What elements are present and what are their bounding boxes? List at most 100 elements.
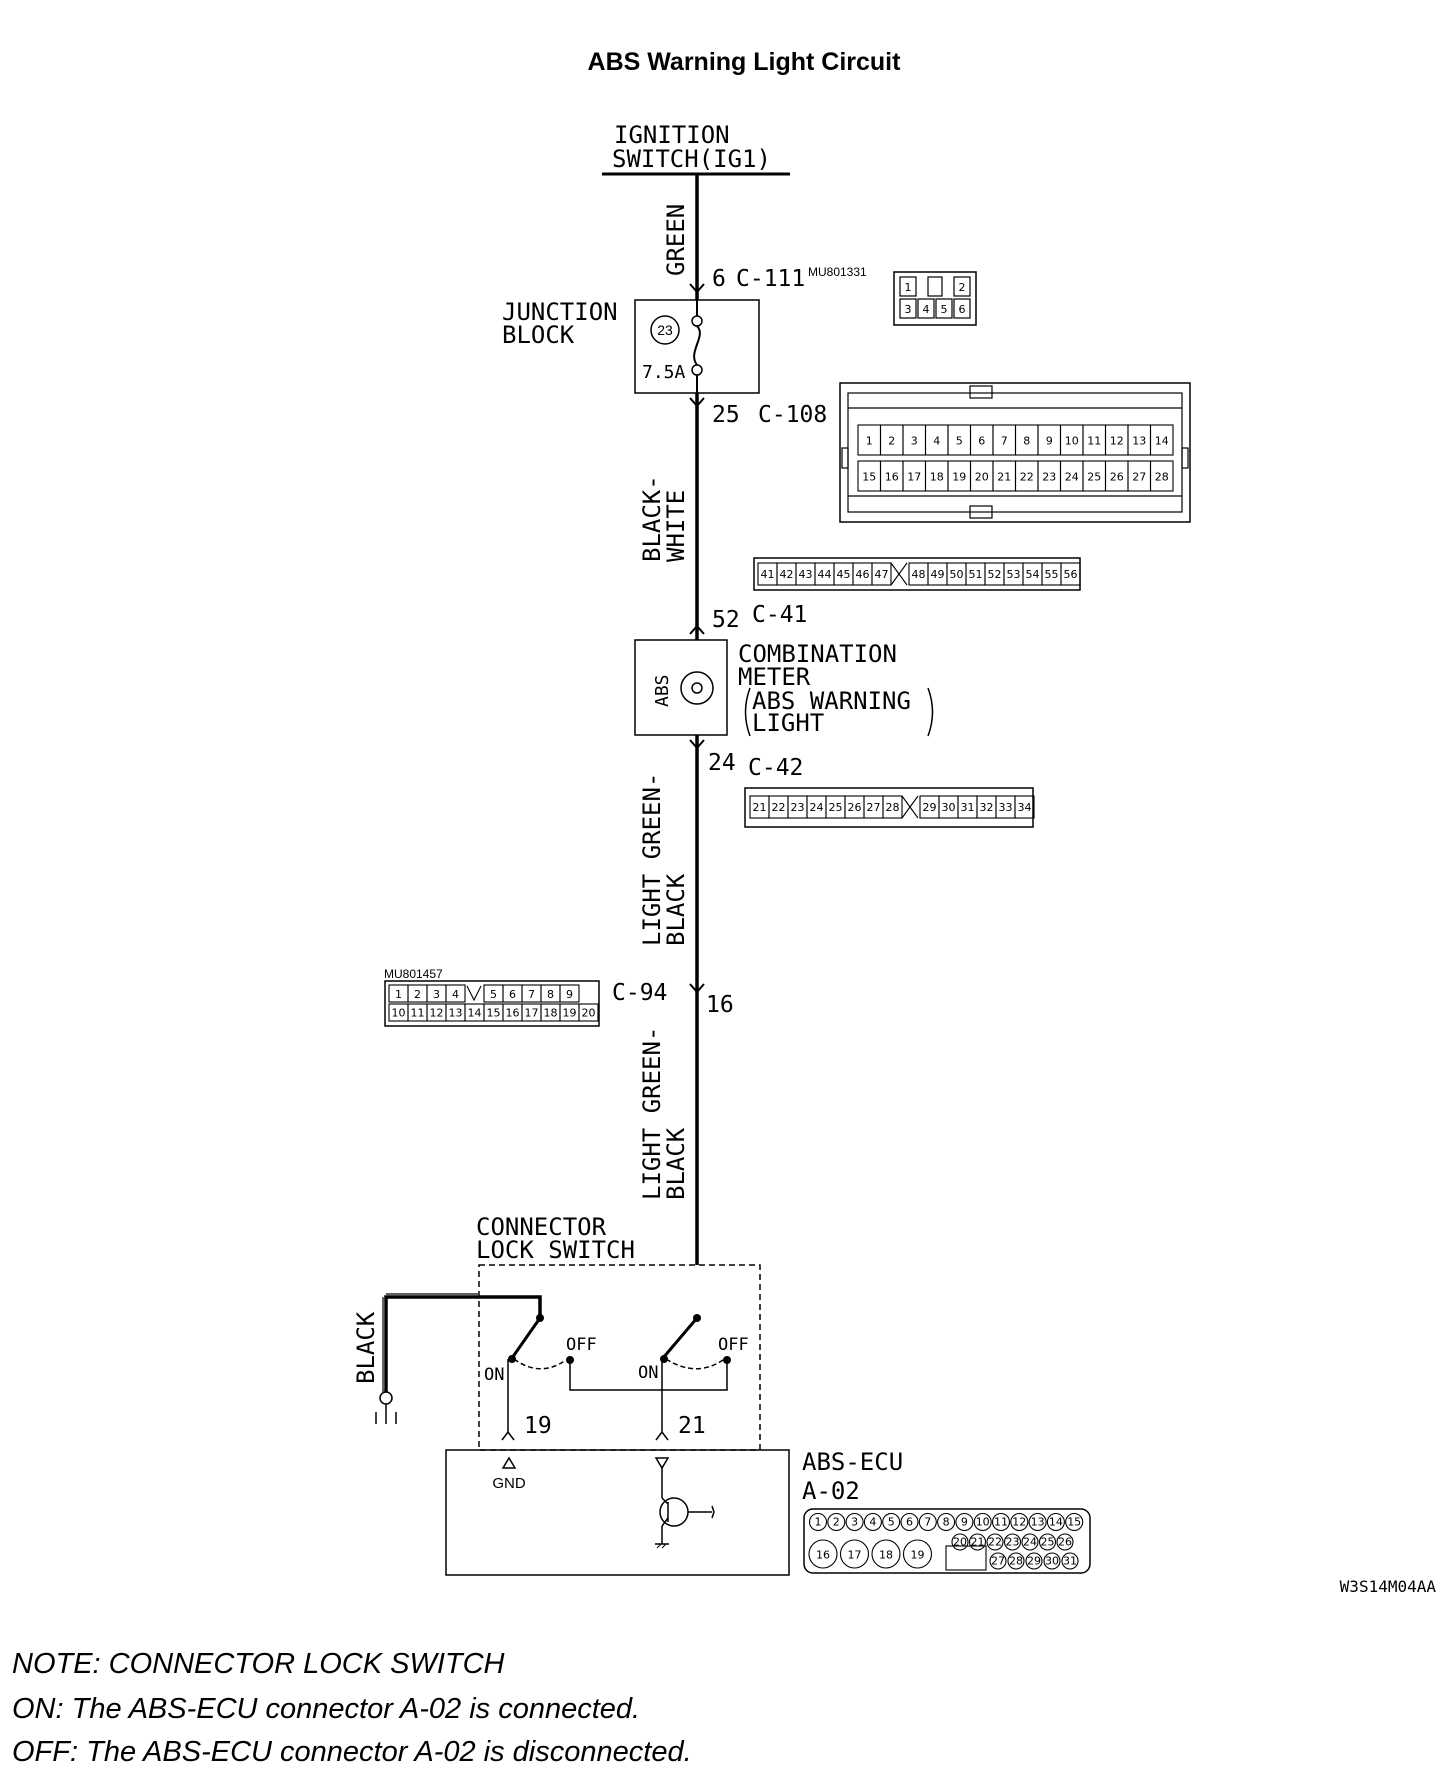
wire-black-white-label-1: BLACK-: [638, 475, 666, 562]
connector-pin-label: 34: [1018, 801, 1032, 814]
connector-pin-label: 17: [848, 1548, 862, 1561]
connector-pin-label: 5: [956, 434, 963, 447]
note-line-1: NOTE: CONNECTOR LOCK SWITCH: [12, 1648, 505, 1680]
connector-pin-label: 1: [866, 434, 873, 447]
connector-pin-label: 22: [1020, 470, 1034, 483]
connector-cell: [559, 984, 580, 1003]
connector-pin-label: 49: [931, 568, 945, 581]
connector-pin-label: 28: [886, 801, 900, 814]
connector-pin-label: 29: [923, 801, 937, 814]
lock-switch-pin-19: 19: [524, 1413, 552, 1439]
lock-switch-right-on: ON: [638, 1363, 658, 1383]
connector-pin: [845, 1512, 864, 1532]
connector-pin-label: 14: [468, 1006, 482, 1019]
connector-pin-label: 22: [772, 801, 786, 814]
connector-pin-label: 19: [911, 1548, 925, 1561]
connector-pin: [1061, 1552, 1079, 1570]
wire-black-white-label-2: WHITE: [662, 490, 690, 562]
connector-pin: [902, 1539, 933, 1569]
svg-text:5: 5: [941, 303, 948, 316]
connector-pin-label: 30: [942, 801, 956, 814]
connector-pin-label: 56: [1064, 568, 1078, 581]
connector-pin-label: 6: [906, 1516, 913, 1529]
connector-pin-label: 20: [582, 1006, 596, 1019]
connector-cell: [871, 562, 892, 586]
connector-pin: [968, 1533, 987, 1551]
connector-pin: [986, 1533, 1004, 1551]
connector-pin-label: 6: [978, 434, 985, 447]
junction-block-label-2: BLOCK: [502, 321, 575, 349]
connector-pin-label: 31: [961, 801, 975, 814]
diagram-title: ABS Warning Light Circuit: [588, 48, 902, 76]
connector-cell: [1060, 562, 1081, 586]
note-line-3: OFF: The ABS-ECU connector A-02 is disco…: [12, 1736, 692, 1768]
connector-pin-label: 47: [875, 568, 889, 581]
connector-pin-label: 6: [509, 988, 516, 1001]
connector-pin-label: 13: [1031, 1516, 1045, 1529]
wire-green-label: GREEN: [662, 204, 690, 276]
connector-pin-label: 10: [392, 1006, 406, 1019]
connector-pin-label: 27: [867, 801, 881, 814]
connector-cell: [1014, 795, 1035, 819]
connector-pin-label: 45: [837, 568, 851, 581]
connector-pin-label: 21: [753, 801, 767, 814]
connector-pin-label: 7: [528, 988, 535, 1001]
fuse-number-circle: [650, 315, 680, 345]
wire-lgb-a-label-1: LIGHT GREEN-: [638, 773, 666, 946]
abs-ecu-connector: A-02: [802, 1477, 860, 1505]
connector-pin-label: 7: [924, 1516, 931, 1529]
connector-blank: [945, 1545, 987, 1571]
connector-pin-label: 25: [1041, 1536, 1055, 1549]
connector-pin: [1028, 1512, 1047, 1532]
connector-pin-label: 26: [1058, 1536, 1072, 1549]
lock-switch-dashed-box: [478, 1264, 761, 1451]
connector-pin: [808, 1539, 838, 1569]
connector-pin-label: 9: [1046, 434, 1053, 447]
connector-pin-label: 16: [885, 470, 899, 483]
gnd-triangle: [501, 1456, 517, 1469]
connector-pin-label: 19: [563, 1006, 577, 1019]
connector-pin-label: 1: [395, 988, 402, 1001]
connector-pin-label: 8: [547, 988, 554, 1001]
junction-block-label-1: JUNCTION: [502, 298, 618, 326]
connector-pin-label: 51: [969, 568, 983, 581]
lock-switch-left-off: OFF: [566, 1335, 597, 1355]
connector-pin-label: 54: [1026, 568, 1040, 581]
connector-pin-label: 18: [879, 1548, 893, 1561]
connector-pin-label: 20: [953, 1536, 967, 1549]
lock-switch-pin-21: 21: [678, 1413, 706, 1439]
connector-pin-label: 3: [433, 988, 440, 1001]
lock-switch-label-2: LOCK SWITCH: [476, 1236, 635, 1264]
c41-arrow: [689, 624, 705, 635]
connector-pin-label: 11: [1087, 434, 1101, 447]
connector-pin-label: 8: [1023, 434, 1030, 447]
connector-pin: [1007, 1552, 1025, 1570]
connector-pin-label: 9: [566, 988, 573, 1001]
ground-wire: [379, 1293, 542, 1405]
connector-pin-label: 5: [490, 988, 497, 1001]
connector-pin-label: 15: [1067, 1516, 1081, 1529]
connector-pin-label: 27: [991, 1555, 1005, 1568]
connector-pin-label: 2: [833, 1516, 840, 1529]
connector-cell: [1149, 424, 1174, 456]
abs-ecu-name: ABS-ECU: [802, 1448, 903, 1476]
connector-pin-label: 48: [912, 568, 926, 581]
connector-pin-label: 2: [888, 434, 895, 447]
c94-name: C-94: [612, 980, 667, 1006]
connector-pin-label: 18: [544, 1006, 558, 1019]
c111-name: C-111: [736, 266, 805, 292]
abs-ecu-box: [445, 1449, 790, 1576]
connector-pin-label: 24: [1065, 470, 1079, 483]
c108-arrow: [689, 397, 705, 408]
connector-pin-label: 14: [1049, 1516, 1063, 1529]
connector-pin-label: 10: [1065, 434, 1079, 447]
combination-meter-box: [634, 639, 728, 736]
connector-pin-label: 44: [818, 568, 832, 581]
c108-name: C-108: [758, 402, 827, 428]
connector-cell: [578, 1003, 599, 1022]
wire-lgb-b-label-1: LIGHT GREEN-: [638, 1027, 666, 1200]
connector-pin-label: 26: [848, 801, 862, 814]
